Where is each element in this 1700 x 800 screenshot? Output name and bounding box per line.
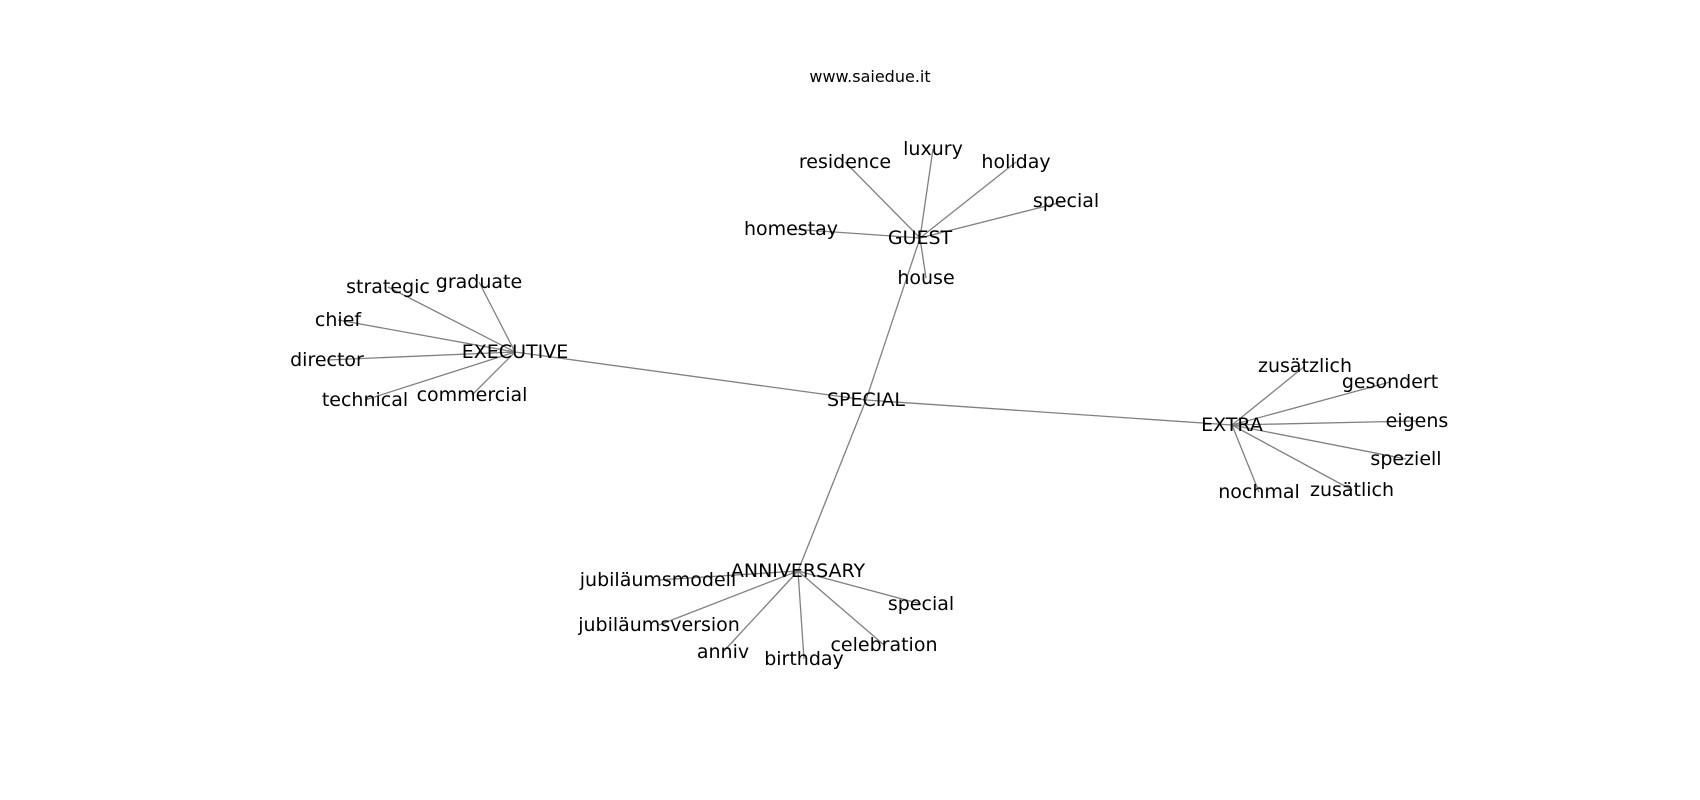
edge-guest-house [919, 237, 927, 279]
node-holiday: holiday [981, 151, 1050, 173]
graph-edges [326, 148, 1418, 660]
node-jubilaeumsmodell: jubiläumsmodell [579, 569, 736, 591]
node-luxury: luxury [903, 138, 963, 160]
edge-extra-gesondert [1231, 381, 1391, 426]
site-title: www.saiedue.it [809, 67, 930, 86]
node-birthday: birthday [764, 648, 844, 670]
node-homestay: homestay [744, 218, 838, 240]
edge-anniversary-birthday [797, 570, 805, 660]
edge-executive-director [326, 351, 516, 361]
edge-extra-speziell [1231, 424, 1407, 460]
node-celebration: celebration [830, 634, 937, 656]
node-technical: technical [322, 389, 408, 411]
edge-anniversary-special-anniv [797, 570, 922, 605]
node-zusaetlich: zusätlich [1310, 479, 1394, 501]
edge-anniversary-celebration [797, 570, 885, 646]
edge-anniversary-jubilaeumsmodell [657, 570, 799, 581]
node-commercial: commercial [417, 384, 528, 406]
node-special-guest: special [1033, 190, 1099, 212]
edge-executive-commercial [471, 351, 516, 396]
edge-extra-zusaetlich [1231, 424, 1353, 491]
edge-anniversary-jubilaeumsversion [658, 570, 799, 626]
node-anniv: anniv [697, 641, 749, 663]
edge-guest-homestay [790, 228, 921, 239]
edge-extra-zusaetzlich [1231, 365, 1306, 426]
edge-executive-chief [337, 319, 516, 353]
edge-extra-nochmal [1231, 424, 1260, 493]
edge-executive-technical [364, 351, 516, 401]
edge-anniversary-anniv [722, 570, 799, 653]
edge-extra-eigens [1231, 420, 1418, 426]
node-chief: chief [315, 309, 362, 331]
node-house: house [897, 267, 954, 289]
node-nochmal: nochmal [1218, 481, 1300, 503]
edge-guest-residence [844, 161, 921, 239]
node-executive: EXECUTIVE [462, 341, 568, 363]
edge-guest-holiday [919, 161, 1017, 239]
node-zusaetzlich: zusätzlich [1258, 355, 1352, 377]
edge-special-root-executive [514, 351, 867, 401]
node-eigens: eigens [1386, 410, 1449, 432]
edge-guest-luxury [919, 148, 934, 239]
node-gesondert: gesondert [1342, 371, 1438, 393]
edge-special-root-extra [865, 399, 1233, 426]
node-residence: residence [799, 151, 891, 173]
node-guest: GUEST [888, 227, 953, 249]
node-special-root: SPECIAL [827, 389, 905, 411]
graph-node-labels: SPECIAL GUEST EXECUTIVE EXTRA ANNIVERSARY res… [290, 138, 1448, 670]
edge-special-root-anniversary [797, 399, 867, 572]
edge-guest-special-guest [919, 200, 1067, 239]
node-strategic: strategic [346, 276, 430, 298]
node-director: director [290, 349, 364, 371]
edge-executive-strategic [387, 286, 516, 353]
edge-special-root-guest [865, 237, 921, 401]
node-jubilaeumsversion: jubiläumsversion [577, 614, 740, 636]
edge-executive-graduate [478, 281, 516, 353]
node-extra: EXTRA [1201, 414, 1263, 436]
node-anniversary: ANNIVERSARY [731, 560, 866, 582]
node-speziell: speziell [1370, 448, 1441, 470]
node-graduate: graduate [436, 271, 522, 293]
node-special-anniv: special [888, 593, 954, 615]
